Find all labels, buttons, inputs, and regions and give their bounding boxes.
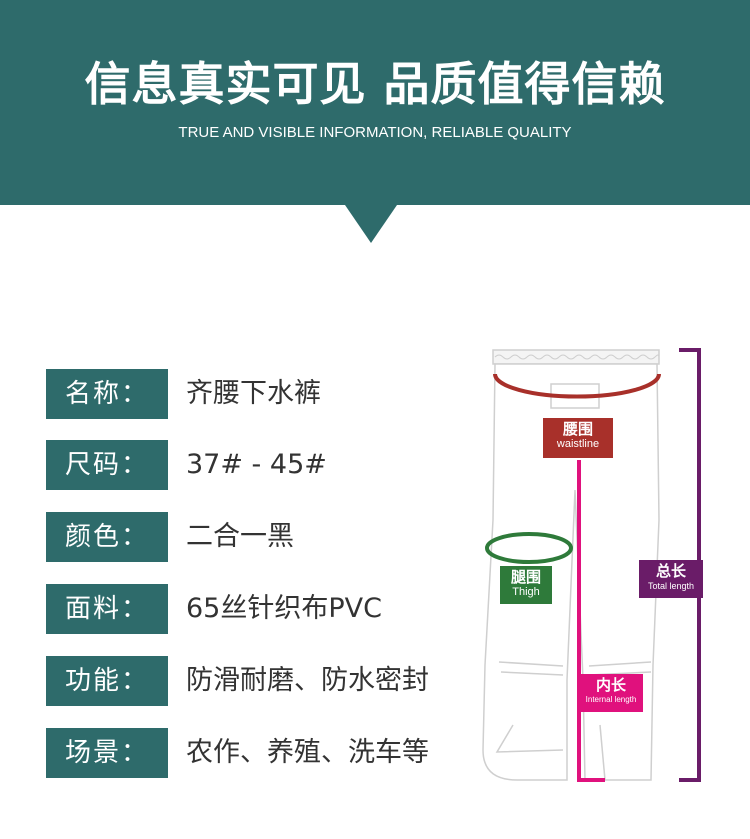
right-boot-shape [599, 724, 606, 781]
inner-length-tag: 内长 Internal length [579, 674, 643, 712]
waist-tag-cn: 腰围 [562, 420, 593, 438]
waistband-stitch [494, 354, 660, 360]
thigh-measure-ring [485, 532, 573, 564]
total-length-tag-cn: 总长 [655, 562, 686, 580]
spec-label: 尺码： [46, 440, 168, 490]
spec-value: 防滑耐磨、防水密封 [186, 665, 429, 696]
total-length-tag: 总长 Total length [639, 560, 703, 598]
left-boot-cuff-inner [500, 671, 564, 676]
banner-subtitle: TRUE AND VISIBLE INFORMATION, RELIABLE Q… [178, 124, 572, 141]
left-boot-shape [495, 724, 564, 753]
thigh-tag-cn: 腿围 [510, 568, 541, 586]
banner-title: 信息真实可见 品质值得信赖 [84, 57, 666, 111]
thigh-tag-en: Thigh [512, 586, 540, 598]
spec-row-material: 面料： 65丝针织布PVC [46, 584, 486, 634]
spec-label: 名称： [46, 369, 168, 419]
spec-row-usage: 场景： 农作、养殖、洗车等 [46, 728, 486, 778]
right-boot-cuff [588, 661, 652, 667]
spec-label: 面料： [46, 584, 168, 634]
banner-notch [345, 205, 397, 243]
spec-value: 65丝针织布PVC [186, 593, 382, 624]
waistband-outline [492, 349, 660, 365]
inner-length-line [577, 460, 605, 782]
spec-value: 37# - 45# [186, 449, 327, 480]
spec-value: 二合一黑 [186, 521, 294, 552]
spec-label: 颜色： [46, 512, 168, 562]
waist-tag: 腰围 waistline [543, 418, 613, 458]
spec-row-size: 尺码： 37# - 45# [46, 440, 486, 490]
spec-label: 场景： [46, 728, 168, 778]
total-length-tag-en: Total length [647, 581, 695, 591]
spec-row-color: 颜色： 二合一黑 [46, 512, 486, 562]
left-boot-cuff [498, 661, 564, 667]
waist-tag-en: waistline [556, 438, 600, 450]
spec-value: 农作、养殖、洗车等 [186, 737, 429, 768]
spec-label: 功能： [46, 656, 168, 706]
header-banner: 信息真实可见 品质值得信赖 TRUE AND VISIBLE INFORMATI… [0, 0, 750, 205]
inner-length-tag-cn: 内长 [595, 676, 626, 694]
spec-value: 齐腰下水裤 [186, 378, 321, 409]
spec-row-function: 功能： 防滑耐磨、防水密封 [46, 656, 486, 706]
inner-length-tag-en: Internal length [585, 695, 637, 704]
waist-measure-ring [493, 373, 661, 399]
size-diagram: 腰围 waistline 腿围 Thigh 总长 Total length 内长… [455, 340, 745, 790]
spec-row-name: 名称： 齐腰下水裤 [46, 369, 486, 419]
thigh-tag: 腿围 Thigh [500, 566, 552, 604]
